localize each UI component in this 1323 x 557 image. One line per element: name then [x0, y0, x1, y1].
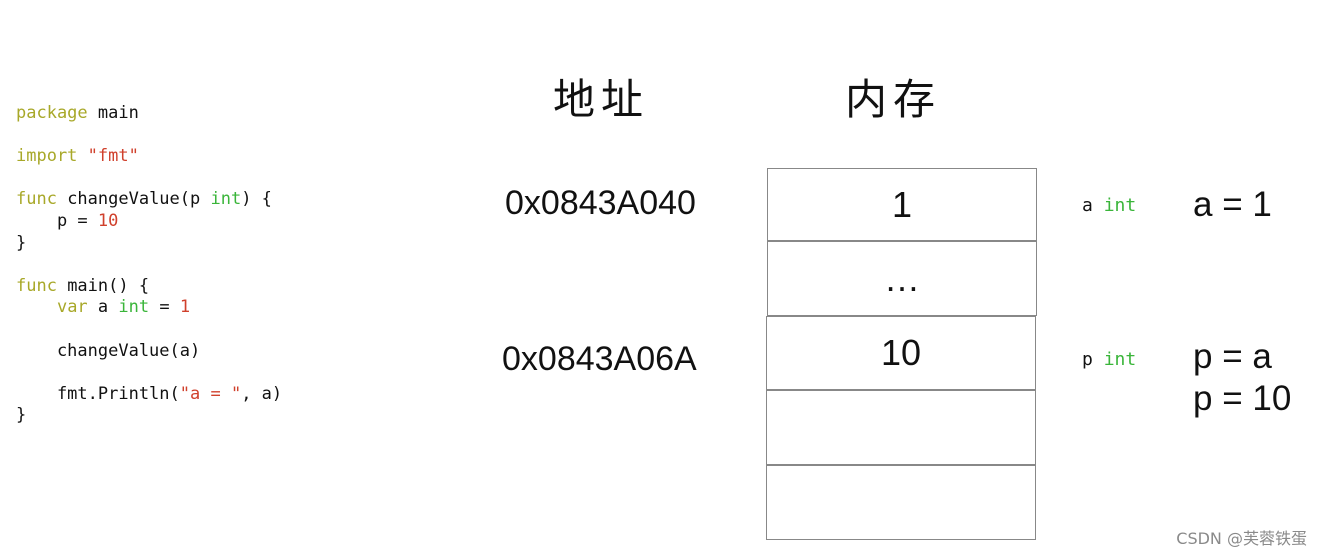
equation-p-value: p = 10: [1193, 379, 1292, 418]
code-token: =: [149, 297, 180, 318]
code-token: [77, 146, 87, 166]
code-token: }: [16, 405, 27, 426]
code-token: p =: [16, 210, 98, 231]
code-token: a: [87, 297, 119, 318]
code-token: package: [16, 103, 88, 123]
var-type-p: int: [1103, 349, 1137, 370]
memory-cell: 1: [767, 168, 1037, 241]
code-token: 1: [179, 297, 191, 318]
code-line: changeValue(a): [16, 341, 282, 363]
var-label-p: p int: [1082, 349, 1136, 370]
var-name-a: a: [1082, 195, 1093, 216]
address-a: 0x0843A040: [505, 184, 696, 222]
var-label-a: a int: [1082, 195, 1136, 216]
address-p: 0x0843A06A: [502, 340, 697, 378]
code-token: int: [118, 297, 150, 318]
code-token: }: [16, 232, 27, 253]
equation-p-assign: p = a: [1193, 337, 1272, 376]
code-token: int: [210, 189, 242, 210]
code-line: }: [16, 233, 282, 255]
memory-header: 内存: [845, 75, 942, 124]
code-line: package main: [16, 103, 282, 125]
code-line: }: [16, 405, 282, 427]
code-token: func: [16, 275, 57, 296]
code-token: main: [87, 103, 139, 123]
code-token: "a = ": [179, 383, 242, 404]
address-header: 地址: [553, 75, 650, 124]
watermark: CSDN @芙蓉铁蛋: [1176, 529, 1307, 548]
code-line: import "fmt": [16, 146, 282, 168]
code-token: main() {: [56, 275, 150, 296]
code-line: func changeValue(p int) {: [16, 189, 282, 211]
code-line: fmt.Println("a = ", a): [16, 384, 282, 406]
var-name-p: p: [1082, 349, 1093, 370]
memory-cell: 10: [766, 316, 1036, 390]
memory-cell: …: [767, 241, 1037, 316]
code-token: fmt.Println(: [16, 383, 180, 404]
var-type-a: int: [1103, 195, 1137, 216]
code-line: func main() {: [16, 276, 282, 298]
code-line: [16, 362, 282, 384]
code-token: changeValue(a): [16, 340, 201, 361]
code-token: changeValue(p: [56, 189, 211, 210]
equation-a: a = 1: [1193, 185, 1272, 224]
code-line: [16, 168, 282, 190]
code-token: 10: [97, 210, 119, 231]
code-line: [16, 125, 282, 147]
memory-cell: [766, 390, 1036, 465]
code-block: package main import "fmt" func changeValue…: [16, 103, 282, 427]
code-token: import: [16, 146, 78, 167]
code-line: var a int = 1: [16, 297, 282, 319]
code-line: [16, 319, 282, 341]
code-token: func: [16, 189, 57, 210]
code-line: p = 10: [16, 211, 282, 233]
code-line: [16, 254, 282, 276]
code-token: [16, 297, 57, 317]
code-token: var: [56, 297, 88, 318]
code-token: "fmt": [87, 146, 139, 167]
code-token: , a): [241, 383, 283, 404]
memory-cell: [766, 465, 1036, 540]
code-token: ) {: [241, 189, 272, 210]
